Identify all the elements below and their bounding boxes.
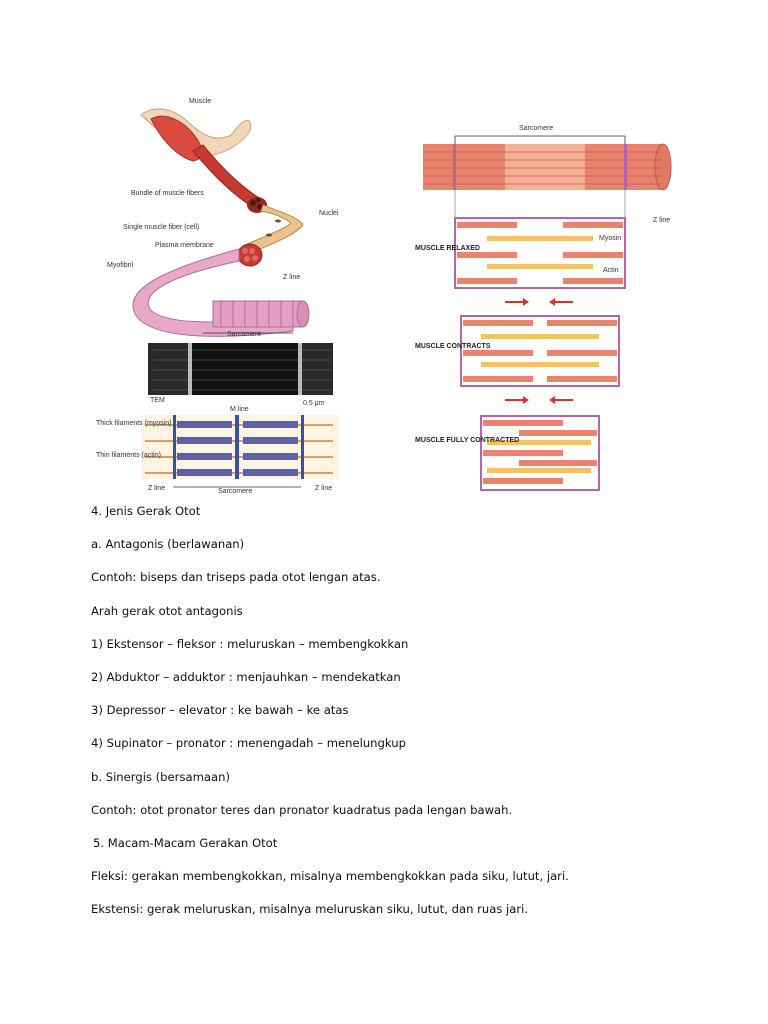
muscle-structure-figure: Sarcomere TEM 0.5 μm xyxy=(93,95,345,495)
paragraph-line: Arah gerak otot antagonis xyxy=(91,603,243,618)
z-line-right-fig-label: Z line xyxy=(653,217,670,224)
thin-filaments-label: Thin filaments (actin) xyxy=(96,452,161,459)
z-line-right-label: Z line xyxy=(315,485,332,492)
paragraph-line: Contoh: biseps dan triseps pada otot len… xyxy=(91,570,381,585)
list-item: 1) Ekstensor – fleksor : meluruskan – me… xyxy=(91,636,409,651)
subheading-sinergis: b. Sinergis (bersamaan) xyxy=(91,769,230,784)
list-item: 3) Depressor – elevator : ke bawah – ke … xyxy=(91,703,349,718)
section-heading-macam-gerakan: 5. Macam-Macam Gerakan Otot xyxy=(93,835,278,850)
z-line-left-label: Z line xyxy=(148,485,165,492)
sarcomere-contraction-figure: Sarcomere Myosin Actin Z li xyxy=(415,112,677,495)
list-item: 2) Abduktor – adduktor : menjauhkan – me… xyxy=(91,669,401,684)
actin-label: Actin xyxy=(603,267,619,274)
content-text: 4. Jenis Gerak Otot a. Antagonis (berlaw… xyxy=(91,503,691,934)
scale-label: 0.5 μm xyxy=(303,400,325,407)
z-line-top-label: Z line xyxy=(283,274,300,281)
section-heading-jenis-gerak: 4. Jenis Gerak Otot xyxy=(91,504,201,518)
subheading-antagonis: a. Antagonis (berlawanan) xyxy=(91,537,245,552)
right-sarcomere-label: Sarcomere xyxy=(519,125,553,132)
muscle-fully-contracted-label: MUSCLE FULLY CONTRACTED xyxy=(415,437,519,444)
muscle-label: Muscle xyxy=(189,98,211,105)
paragraph-line: Fleksi: gerakan membengkokkan, misalnya … xyxy=(91,869,569,884)
muscle-contracts-label: MUSCLE CONTRACTS xyxy=(415,343,491,350)
myofibril-label: Myofibril xyxy=(107,262,134,269)
nuclei-label: Nuclei xyxy=(319,210,339,217)
sarcomere-contraction-illustration: Sarcomere Myosin Actin Z li xyxy=(415,125,672,491)
plasma-membrane-label: Plasma membrane xyxy=(155,242,214,249)
m-line-label: M line xyxy=(230,406,249,413)
myosin-label: Myosin xyxy=(599,235,621,242)
tem-label: TEM xyxy=(150,397,165,404)
thick-filaments-label: Thick filaments (myosin) xyxy=(96,420,171,427)
bundle-label: Bundle of muscle fibers xyxy=(131,190,204,197)
contraction-arrows xyxy=(505,298,573,404)
left-sarcomere-label: Sarcomere xyxy=(227,331,261,338)
sarcomere-bottom-label: Sarcomere xyxy=(218,488,252,495)
single-fiber-label: Single muscle fiber (cell) xyxy=(123,224,199,231)
muscle-structure-illustration: Sarcomere TEM 0.5 μm xyxy=(96,98,339,495)
list-item: 4) Supinator – pronator : menengadah – m… xyxy=(91,736,406,751)
muscle-relaxed-label: MUSCLE RELAXED xyxy=(415,245,480,252)
paragraph-line: Ekstensi: gerak meluruskan, misalnya mel… xyxy=(91,902,529,917)
paragraph-line: Contoh: otot pronator teres dan pronator… xyxy=(91,802,513,817)
